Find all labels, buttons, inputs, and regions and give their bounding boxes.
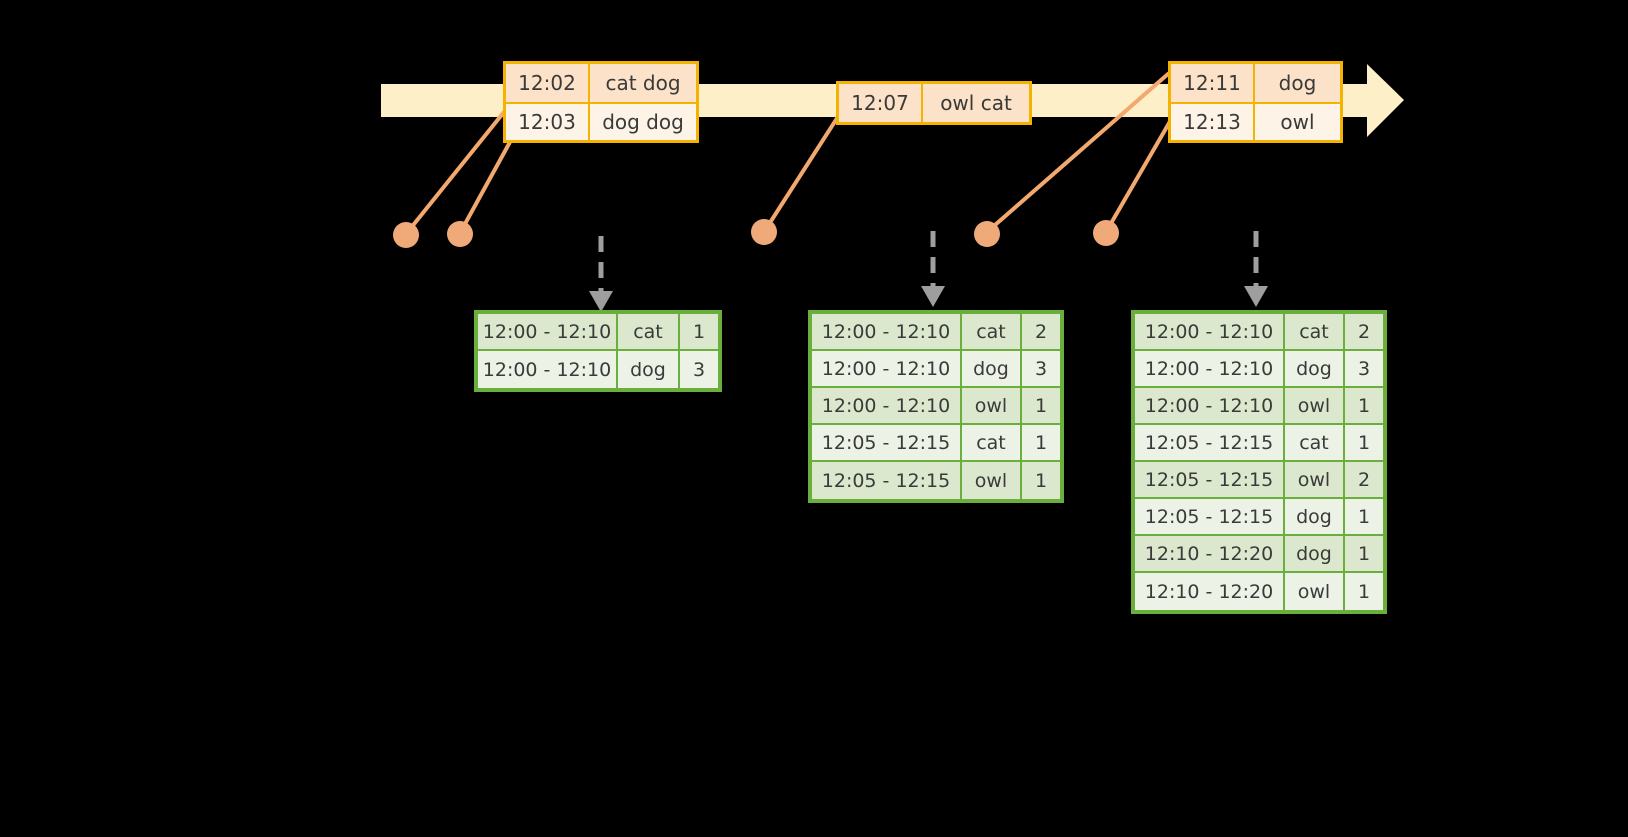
event-dot-3 bbox=[751, 219, 777, 245]
result-window: 12:00 - 12:10 bbox=[812, 388, 960, 423]
result-window: 12:05 - 12:15 bbox=[1135, 425, 1283, 460]
table-row: 12:00 - 12:10 dog 3 bbox=[812, 351, 1060, 388]
result-window: 12:05 - 12:15 bbox=[1135, 462, 1283, 497]
event-time: 12:02 bbox=[506, 64, 590, 102]
result-window: 12:05 - 12:15 bbox=[1135, 499, 1283, 534]
event-row: 12:07 owl cat bbox=[839, 84, 1029, 122]
result-count: 3 bbox=[680, 351, 718, 388]
event-row: 12:11 dog bbox=[1171, 64, 1340, 102]
event-time: 12:13 bbox=[1171, 104, 1255, 140]
result-window: 12:00 - 12:10 bbox=[1135, 314, 1283, 349]
result-window: 12:00 - 12:10 bbox=[1135, 351, 1283, 386]
result-key: owl bbox=[1285, 388, 1343, 423]
table-row: 12:00 - 12:10 dog 3 bbox=[1135, 351, 1383, 388]
result-window: 12:00 - 12:10 bbox=[478, 351, 616, 388]
result-key: dog bbox=[962, 351, 1020, 386]
result-count: 1 bbox=[680, 314, 718, 349]
result-count: 1 bbox=[1345, 425, 1383, 460]
result-key: dog bbox=[1285, 536, 1343, 571]
event-dot-2 bbox=[447, 221, 473, 247]
table-row: 12:05 - 12:15 owl 2 bbox=[1135, 462, 1383, 499]
result-table-1[interactable]: 12:00 - 12:10 cat 1 12:00 - 12:10 dog 3 bbox=[474, 310, 722, 392]
result-count: 3 bbox=[1022, 351, 1060, 386]
result-count: 1 bbox=[1345, 536, 1383, 571]
event-row: 12:02 cat dog bbox=[506, 64, 696, 102]
event-value: dog dog bbox=[590, 104, 696, 140]
result-count: 1 bbox=[1022, 425, 1060, 460]
table-row: 12:00 - 12:10 cat 1 bbox=[478, 314, 718, 351]
result-key: cat bbox=[1285, 425, 1343, 460]
event-group-1[interactable]: 12:02 cat dog 12:03 dog dog bbox=[503, 61, 699, 143]
table-row: 12:00 - 12:10 cat 2 bbox=[812, 314, 1060, 351]
result-count: 1 bbox=[1022, 388, 1060, 423]
result-key: dog bbox=[1285, 499, 1343, 534]
table-row: 12:05 - 12:15 owl 1 bbox=[812, 462, 1060, 499]
table-row: 12:00 - 12:10 owl 1 bbox=[812, 388, 1060, 425]
event-value: owl bbox=[1255, 104, 1340, 140]
result-table-2[interactable]: 12:00 - 12:10 cat 2 12:00 - 12:10 dog 3 … bbox=[808, 310, 1064, 503]
result-count: 1 bbox=[1022, 462, 1060, 499]
event-value: dog bbox=[1255, 64, 1340, 102]
result-count: 2 bbox=[1345, 462, 1383, 497]
result-window: 12:00 - 12:10 bbox=[1135, 388, 1283, 423]
result-key: owl bbox=[1285, 462, 1343, 497]
table-row: 12:10 - 12:20 dog 1 bbox=[1135, 536, 1383, 573]
event-value: cat dog bbox=[590, 64, 696, 102]
event-row: 12:13 owl bbox=[1171, 102, 1340, 140]
result-key: dog bbox=[1285, 351, 1343, 386]
result-key: cat bbox=[962, 314, 1020, 349]
table-row: 12:00 - 12:10 dog 3 bbox=[478, 351, 718, 388]
table-row: 12:00 - 12:10 owl 1 bbox=[1135, 388, 1383, 425]
result-key: cat bbox=[618, 314, 678, 349]
result-count: 1 bbox=[1345, 573, 1383, 610]
result-window: 12:00 - 12:10 bbox=[812, 314, 960, 349]
result-key: owl bbox=[962, 462, 1020, 499]
event-connector-dots bbox=[393, 219, 1119, 248]
event-time: 12:07 bbox=[839, 84, 923, 122]
event-value: owl cat bbox=[923, 84, 1029, 122]
event-row: 12:03 dog dog bbox=[506, 102, 696, 140]
table-row: 12:05 - 12:15 cat 1 bbox=[812, 425, 1060, 462]
result-key: cat bbox=[962, 425, 1020, 460]
result-count: 1 bbox=[1345, 499, 1383, 534]
event-time: 12:03 bbox=[506, 104, 590, 140]
event-dot-5 bbox=[1093, 220, 1119, 246]
result-window: 12:00 - 12:10 bbox=[812, 351, 960, 386]
result-key: owl bbox=[962, 388, 1020, 423]
table-row: 12:00 - 12:10 cat 2 bbox=[1135, 314, 1383, 351]
result-window: 12:00 - 12:10 bbox=[478, 314, 616, 349]
result-key: cat bbox=[1285, 314, 1343, 349]
result-key: owl bbox=[1285, 573, 1343, 610]
result-count: 2 bbox=[1022, 314, 1060, 349]
result-table-3[interactable]: 12:00 - 12:10 cat 2 12:00 - 12:10 dog 3 … bbox=[1131, 310, 1387, 614]
table-row: 12:05 - 12:15 dog 1 bbox=[1135, 499, 1383, 536]
event-dot-1 bbox=[393, 222, 419, 248]
result-count: 3 bbox=[1345, 351, 1383, 386]
table-row: 12:05 - 12:15 cat 1 bbox=[1135, 425, 1383, 462]
table-row: 12:10 - 12:20 owl 1 bbox=[1135, 573, 1383, 610]
event-group-2[interactable]: 12:07 owl cat bbox=[836, 81, 1032, 125]
event-group-3[interactable]: 12:11 dog 12:13 owl bbox=[1168, 61, 1343, 143]
result-window: 12:05 - 12:15 bbox=[812, 425, 960, 460]
emit-arrows bbox=[589, 231, 1268, 312]
result-window: 12:10 - 12:20 bbox=[1135, 573, 1283, 610]
result-key: dog bbox=[618, 351, 678, 388]
result-window: 12:10 - 12:20 bbox=[1135, 536, 1283, 571]
result-window: 12:05 - 12:15 bbox=[812, 462, 960, 499]
result-count: 2 bbox=[1345, 314, 1383, 349]
result-count: 1 bbox=[1345, 388, 1383, 423]
event-dot-4 bbox=[974, 221, 1000, 247]
event-time: 12:11 bbox=[1171, 64, 1255, 102]
